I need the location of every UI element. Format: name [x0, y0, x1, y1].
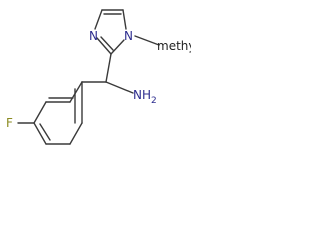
amine-main-label: NH	[133, 88, 151, 102]
imidazole-n3-label: N	[89, 29, 98, 43]
bond-ar3-ar4	[33, 101, 47, 124]
bond-ch-nh2	[105, 81, 134, 94]
amine-label: NH2	[133, 88, 157, 106]
bond-n1-methyl	[134, 35, 160, 46]
bond-ar6-ar1	[69, 122, 83, 145]
bond-c2-ch	[105, 53, 112, 83]
imidazole-n1-label: N	[124, 29, 133, 43]
methyl-label: methyl	[157, 39, 191, 53]
bond-n3-c2-double	[100, 36, 114, 51]
chemical-structure-diagram: N N methyl NH2 F	[6, 9, 191, 145]
amine-subscript-label: 2	[151, 96, 157, 106]
bond-c4-n1	[122, 9, 127, 30]
bond-aromatic-inner-2	[39, 123, 51, 141]
bond-c5-n3	[94, 9, 103, 30]
fluorine-label: F	[6, 116, 13, 130]
bond-n3-c2	[96, 37, 112, 55]
bond-ar1-ar2	[69, 81, 83, 103]
bond-c2-n1	[110, 39, 125, 55]
bond-ar4-ar5	[33, 122, 47, 145]
